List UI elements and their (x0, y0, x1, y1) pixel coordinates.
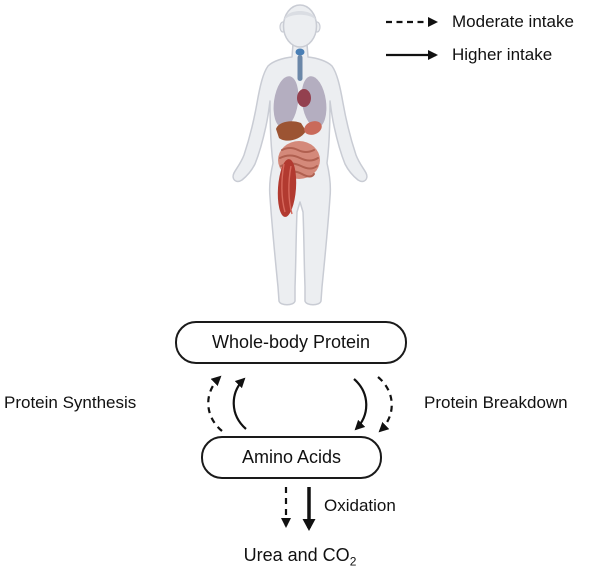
oxidation-arrows (281, 487, 316, 531)
synthesis-dashed-arrow-icon (207, 375, 223, 432)
oxidation-label: Oxidation (324, 496, 396, 515)
heart (297, 89, 311, 107)
breakdown-solid-arrow-icon (353, 378, 368, 431)
whole-body-protein-label: Whole-body Protein (211, 332, 371, 352)
co2-subscript: 2 (349, 554, 357, 569)
synthesis-solid-arrow-icon (232, 377, 247, 430)
thigh-muscle-striation (281, 163, 293, 215)
thyroid (295, 48, 305, 56)
lung-left (273, 76, 299, 128)
lung-right (301, 76, 327, 128)
liver (276, 121, 306, 141)
amino-acids-label: Amino Acids (241, 447, 342, 467)
protein-synthesis-label: Protein Synthesis (4, 393, 137, 412)
legend-higher-intake-label: Higher intake (452, 45, 553, 64)
legend-arrows (386, 17, 438, 60)
human-body-illustration (232, 4, 368, 306)
breakdown-dashed-arrow-icon (377, 376, 393, 433)
legend-moderate-intake-label: Moderate intake (452, 12, 574, 31)
stomach (304, 121, 322, 135)
intestines-folds (279, 147, 319, 178)
urea-co2-base-text: Urea and CO (243, 545, 350, 565)
amino-acids-node: Amino Acids (201, 436, 382, 479)
hair (284, 11, 316, 20)
trachea (297, 55, 303, 81)
whole-body-protein-node: Whole-body Protein (175, 321, 407, 364)
turnover-cycle-arrows (207, 375, 393, 433)
protein-breakdown-label: Protein Breakdown (424, 393, 568, 412)
urea-co2-label: Urea and CO2 (243, 545, 357, 569)
